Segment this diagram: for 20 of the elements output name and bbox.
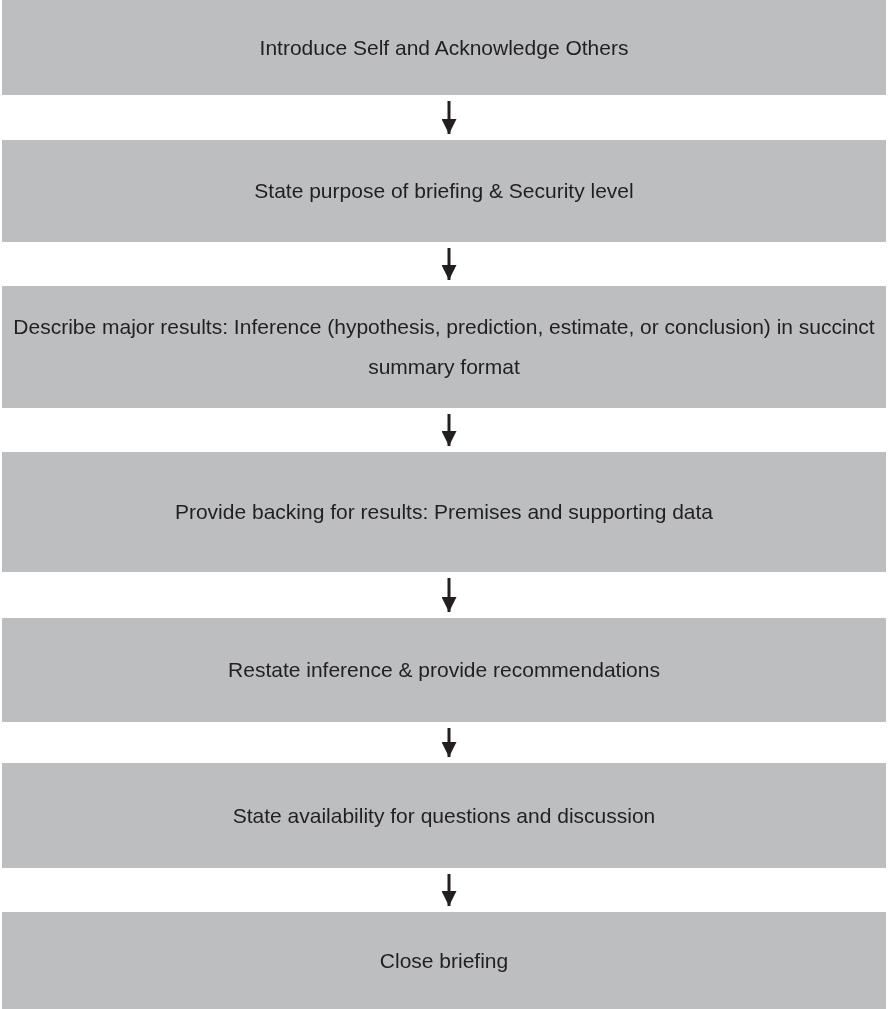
- arrow: [441, 101, 457, 134]
- process-box: [2, 763, 886, 868]
- process-box: [2, 140, 886, 242]
- step-text: Describe major results: Inference (hypothesis, prediction, estimate, or conclusion) in succinct summary format: [12, 314, 876, 380]
- process-box: [2, 286, 886, 408]
- step-text: Restate inference & provide recommendations: [228, 657, 660, 684]
- process-box: [2, 618, 886, 722]
- process-box: [2, 912, 886, 1009]
- arrow: [441, 874, 457, 906]
- process-box: [2, 0, 886, 95]
- step-text: Introduce Self and Acknowledge Others: [259, 34, 629, 61]
- step-text: Provide backing for results: Premises and supporting data: [174, 499, 714, 526]
- arrow: [441, 578, 457, 612]
- step-text: Close briefing: [379, 947, 509, 974]
- arrow: [441, 728, 457, 757]
- arrow: [441, 414, 457, 446]
- step-text: State purpose of briefing & Security level: [254, 178, 634, 205]
- step-text: State availability for questions and discussion: [232, 802, 656, 829]
- process-box: [2, 452, 886, 572]
- arrow: [441, 248, 457, 280]
